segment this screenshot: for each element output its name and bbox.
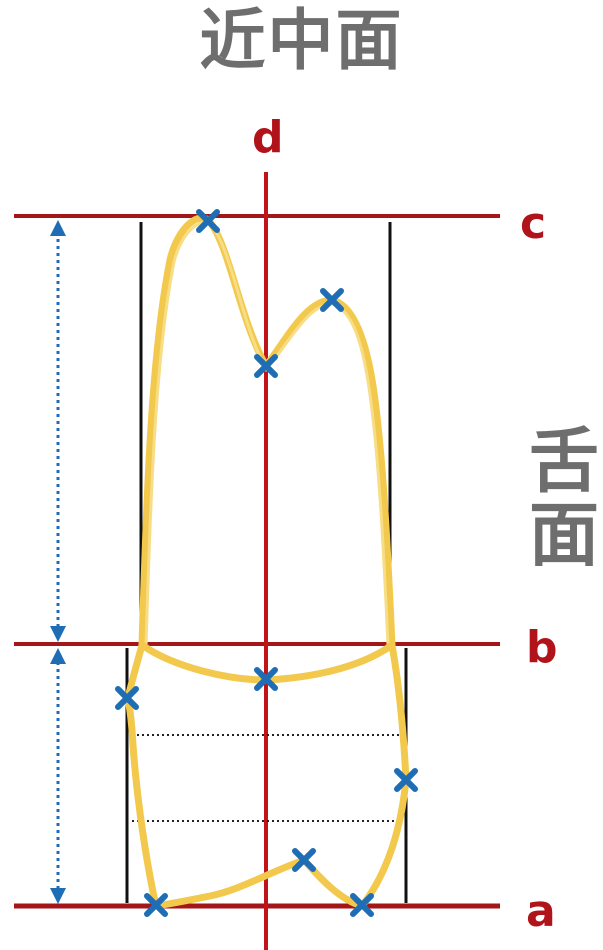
- label-d: d: [252, 112, 284, 163]
- label-a: a: [526, 886, 556, 937]
- notch-center-marker: [254, 354, 278, 378]
- diagram-title: 近中面: [199, 2, 404, 79]
- tooth-crown-outline: [124, 641, 410, 910]
- cusp-bottom-center-marker: [292, 848, 316, 872]
- side-label-text: 舌面: [529, 420, 599, 576]
- crown-left-max-marker: [115, 686, 139, 710]
- label-b: b: [526, 622, 558, 673]
- cusp-top-right-marker: [320, 288, 344, 312]
- cusp-bottom-left-marker: [144, 893, 168, 917]
- crown-length-arrow: [50, 648, 66, 904]
- root-length-arrow: [50, 220, 66, 642]
- crown-right-max-marker: [394, 768, 418, 792]
- cusp-top-left-marker: [196, 209, 220, 233]
- cej-center-marker: [254, 667, 278, 691]
- side-label-lingual: 舌面: [524, 420, 603, 576]
- cusp-bottom-right-marker: [350, 893, 374, 917]
- label-c: c: [520, 198, 546, 249]
